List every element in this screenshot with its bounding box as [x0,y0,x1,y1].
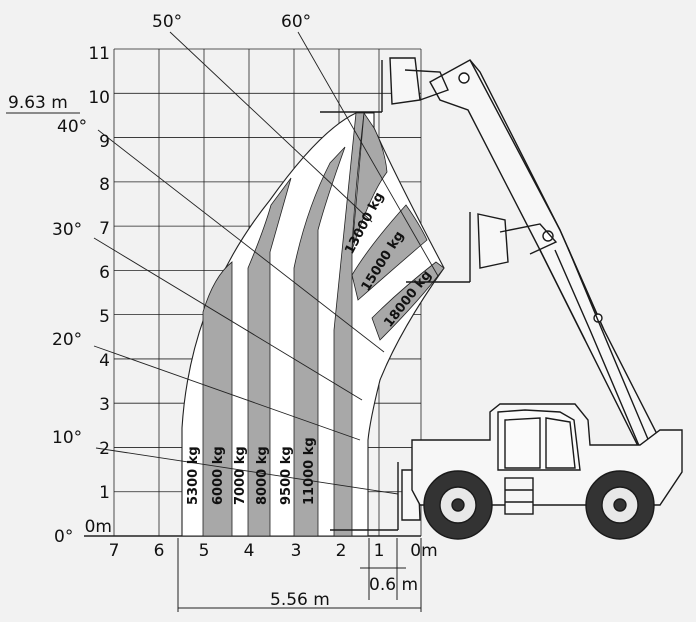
zone-band-5 [351,111,388,251]
dimensions [177,538,422,612]
y-tick-9: 9 [99,132,110,152]
y-tick-7: 7 [99,219,110,239]
y-tick-4: 4 [99,351,110,371]
x-tick-2: 2 [336,541,347,561]
x-tick-6: 6 [154,541,165,561]
telehandler-illustration [320,57,683,540]
angle-label-30: 30° [52,220,82,240]
capacity-11000: 11000 kg [302,437,317,505]
y-tick-10: 10 [88,88,110,108]
x-tick-4: 4 [244,541,255,561]
zone-band-2 [247,177,292,537]
dim-label-total: 5.56 m [270,590,330,610]
angle-line-50 [169,31,373,223]
angle-label-0: 0° [54,527,73,547]
angle-lines [93,31,439,495]
capacity-8000: 8000 kg [255,446,270,505]
x-tick-5: 5 [199,541,210,561]
zone-band-3 [293,146,346,537]
y-tick-6: 6 [99,263,110,283]
angle-label-40: 40° [57,117,87,137]
angle-line-20 [93,345,361,441]
y-tick-2: 2 [99,439,110,459]
angle-line-30 [93,237,363,401]
angle-label-10: 10° [52,428,82,448]
x-tick-0: 0m [410,541,437,561]
y-tick-8: 8 [99,175,110,195]
angle-label-50: 50° [152,12,182,32]
y-tick-5: 5 [99,307,110,327]
max-height-label: 9.63 m [8,93,68,113]
y-tick-11: 11 [88,44,110,64]
x-tick-1: 1 [374,541,385,561]
capacity-6000: 6000 kg [211,446,226,505]
angle-label-20: 20° [52,330,82,350]
capacity-5300: 5300 kg [186,446,201,505]
capacity-9500: 9500 kg [279,446,294,505]
angle-line-40 [97,129,385,353]
y-axis-labels: 11 10 9 8 7 6 5 4 3 2 1 0m [85,44,112,537]
y-tick-3: 3 [99,395,110,415]
band-capacity-labels: 5300 kg 6000 kg 7000 kg 8000 kg 9500 kg … [186,437,317,505]
x-tick-3: 3 [291,541,302,561]
x-tick-7: 7 [109,541,120,561]
dim-label-small: 0.6 m [369,575,418,595]
capacity-7000: 7000 kg [233,446,248,505]
zone-band-6 [351,204,428,301]
angle-label-60: 60° [281,12,311,32]
y-tick-0: 0m [85,517,112,537]
angle-line-10 [95,447,399,495]
y-tick-1: 1 [99,483,110,503]
angle-line-60 [297,31,439,277]
x-axis-labels: 7 6 5 4 3 2 1 0m [109,541,438,561]
